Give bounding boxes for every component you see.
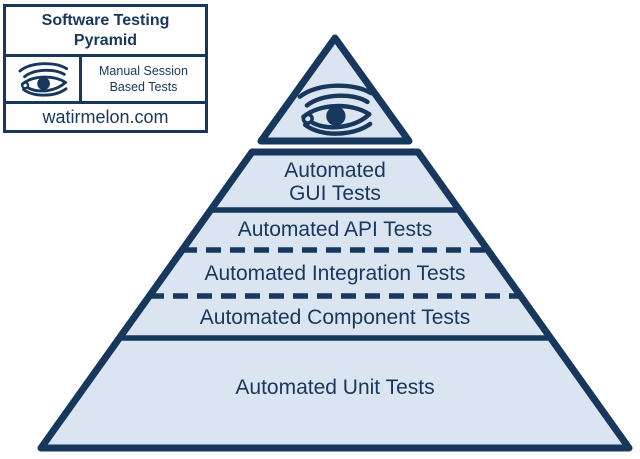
legend-eye-label: Manual Session Based Tests: [99, 64, 188, 94]
eye-icon: [14, 60, 72, 98]
tier-label-gui: Automated GUI Tests: [284, 159, 386, 205]
legend-key-row: Manual Session Based Tests: [6, 54, 205, 104]
legend-icon-cell: [6, 57, 82, 101]
tier-label-integration: Automated Integration Tests: [204, 261, 466, 285]
site-credit: watirmelon.com: [42, 106, 169, 127]
tier-label-component: Automated Component Tests: [199, 305, 471, 329]
legend-key-text-cell: Manual Session Based Tests: [82, 57, 205, 101]
pyramid-tier-manual-session: [257, 34, 413, 145]
legend: Software Testing Pyramid Manual Session …: [3, 4, 208, 133]
diagram-title: Software Testing Pyramid: [41, 11, 170, 49]
legend-title-row: Software Testing Pyramid: [6, 7, 205, 54]
pyramid-body: [37, 148, 633, 452]
tier-label-api: Automated API Tests: [237, 217, 433, 241]
tier-label-unit: Automated Unit Tests: [235, 375, 435, 399]
